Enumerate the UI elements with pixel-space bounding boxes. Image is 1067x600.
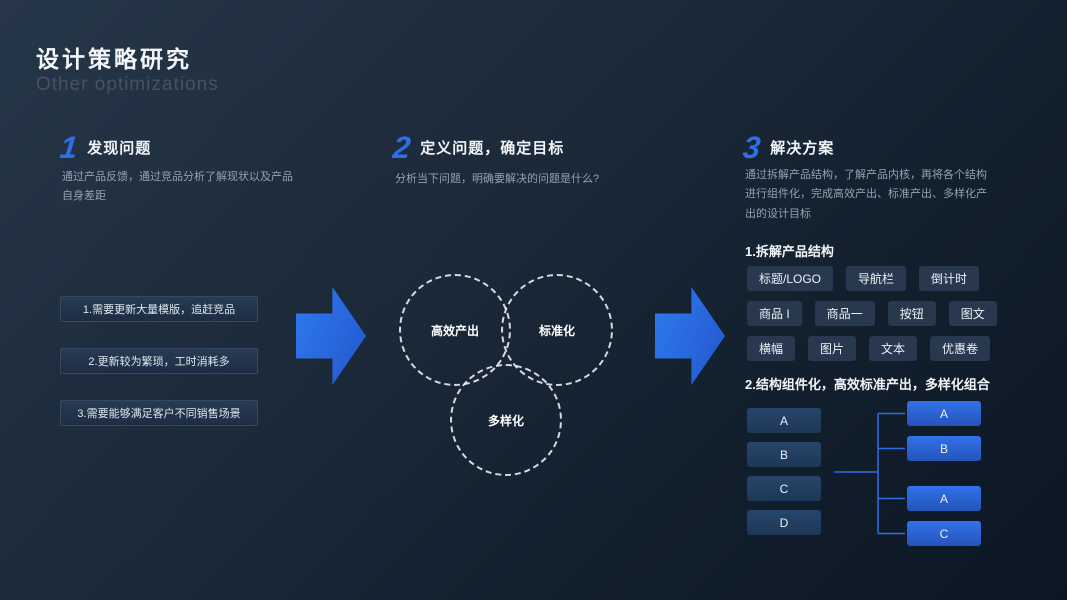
section-number-2: 2	[391, 130, 413, 165]
venn-label-efficient-output: 高效产出	[430, 323, 479, 338]
tag-picture: 图片	[808, 336, 857, 361]
page-subtitle: Other optimizations	[36, 74, 219, 95]
section-solution-header: 3 解决方案	[741, 130, 835, 165]
section-title-discover: 发现问题	[87, 140, 152, 158]
section-title-solution: 解决方案	[770, 140, 835, 158]
solution-step1-heading: 1.拆解产品结构	[745, 244, 834, 259]
section-desc-discover: 通过产品反馈，通过竞品分析了解现状以及产品自身差距	[62, 171, 293, 203]
page-title: 设计策略研究	[36, 46, 192, 73]
tag-product-i: 商品 I	[747, 301, 802, 326]
tag-button: 按钮	[887, 301, 936, 326]
output-block-b: B	[907, 436, 981, 461]
tag-banner: 横幅	[747, 336, 796, 361]
venn-label-standardization: 标准化	[538, 323, 575, 338]
tag-row-3: 横幅 图片 文本 优惠卷	[747, 336, 997, 361]
section-desc-solution: 通过拆解产品结构，了解产品内核，再将各个结构进行组件化，完成高效产出、标准产出、…	[745, 169, 987, 220]
source-block-c: C	[747, 476, 821, 501]
source-block-column: A B C D	[747, 408, 821, 535]
output-block-column: A B A C	[907, 401, 981, 547]
tag-row-2: 商品 I 商品一 按钮 图文	[747, 301, 997, 326]
section-number-3: 3	[741, 130, 763, 165]
venn-diagram: 高效产出 标准化 多样化	[393, 262, 625, 494]
flow-arrow-icon-2	[655, 287, 725, 385]
tag-row-1: 标题/LOGO 导航栏 倒计时	[747, 266, 997, 291]
section-title-define: 定义问题，确定目标	[420, 140, 565, 158]
tag-title-logo: 标题/LOGO	[747, 266, 834, 291]
flow-arrow-icon-1	[296, 287, 366, 385]
output-block-a2: A	[907, 486, 981, 511]
solution-step2-heading: 2.结构组件化，高效标准产出，多样化组合	[745, 377, 990, 392]
section-discover-header: 1 发现问题	[58, 130, 152, 165]
problem-item-1: 1.需要更新大量模版，追赶竞品	[60, 296, 258, 322]
source-block-a: A	[747, 408, 821, 433]
tag-coupon: 优惠卷	[930, 336, 991, 361]
source-block-d: D	[747, 510, 821, 535]
tag-product-one: 商品一	[814, 301, 875, 326]
problem-item-2: 2.更新较为繁琐，工时消耗多	[60, 348, 258, 374]
venn-circle-standardization: 标准化	[501, 274, 613, 386]
source-block-b: B	[747, 442, 821, 467]
tag-text: 文本	[869, 336, 918, 361]
problem-item-3: 3.需要能够满足客户不同销售场景	[60, 400, 258, 426]
tag-image-text: 图文	[948, 301, 997, 326]
section-desc-define: 分析当下问题，明确要解决的问题是什么?	[395, 173, 600, 185]
section-define-header: 2 定义问题，确定目标	[391, 130, 565, 165]
tag-countdown: 倒计时	[919, 266, 980, 291]
component-tag-grid: 标题/LOGO 导航栏 倒计时 商品 I 商品一 按钮 图文 横幅 图片 文本 …	[747, 266, 997, 361]
output-block-a1: A	[907, 401, 981, 426]
output-block-c: C	[907, 521, 981, 546]
venn-circle-diversification: 多样化	[450, 364, 562, 476]
section-number-1: 1	[58, 130, 80, 165]
venn-label-diversification: 多样化	[487, 413, 524, 428]
problem-list: 1.需要更新大量模版，追赶竞品 2.更新较为繁琐，工时消耗多 3.需要能够满足客…	[60, 296, 258, 426]
tag-navbar: 导航栏	[846, 266, 907, 291]
